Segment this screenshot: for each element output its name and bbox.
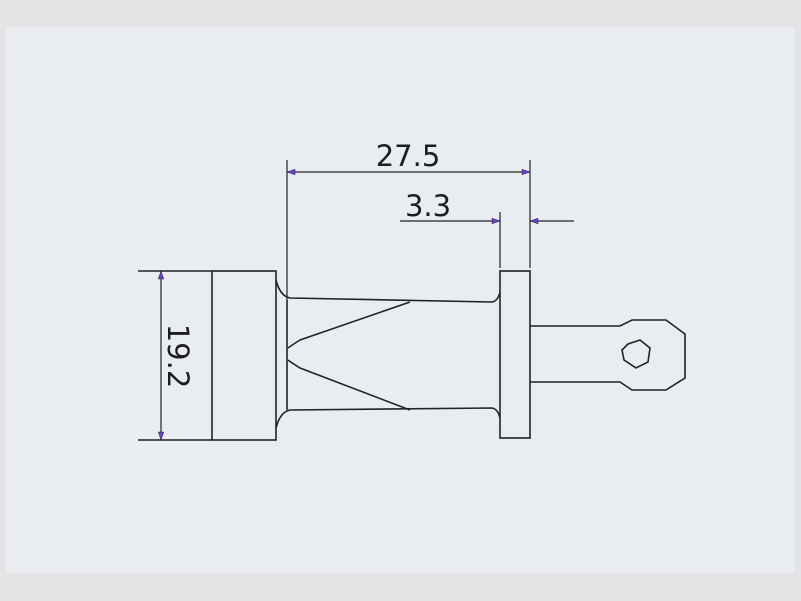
dimension-overall-length: 27.5 bbox=[286, 139, 531, 300]
taper-upper bbox=[287, 301, 411, 349]
dimension-flange-thickness: 3.3 bbox=[400, 189, 574, 268]
part-outline bbox=[138, 270, 686, 441]
tab-hole bbox=[621, 339, 651, 369]
dim-text-27-5: 27.5 bbox=[376, 139, 441, 173]
body-bottom-edge bbox=[275, 407, 501, 429]
body-top-edge bbox=[275, 279, 501, 303]
flange bbox=[499, 270, 531, 439]
tab bbox=[530, 319, 686, 391]
taper-lower bbox=[287, 359, 411, 411]
cap-block bbox=[211, 270, 277, 441]
dim-text-3-3: 3.3 bbox=[405, 189, 451, 223]
dimension-diameter: 19.2 bbox=[157, 270, 195, 441]
dim-text-19-2: 19.2 bbox=[161, 324, 195, 389]
